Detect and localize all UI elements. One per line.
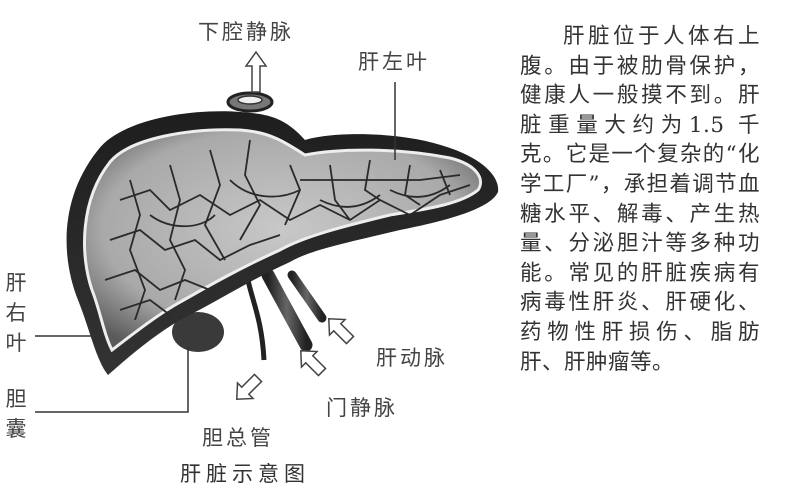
label-portal-vein: 门静脉 (326, 396, 398, 420)
figure-caption: 肝脏示意图 (180, 462, 310, 486)
article-text: 肝脏位于人体右上腹。由于被肋骨保护，健康人一般摸不到。肝脏重量大约为1.5 千克… (520, 22, 760, 377)
arrow-hepatic-artery-icon (328, 318, 355, 345)
label-right-lobe-char: 肝 (5, 271, 27, 295)
label-right-lobe: 肝 右 叶 (4, 268, 28, 358)
arrow-portal-vein-icon (300, 350, 327, 377)
label-inferior-vena-cava: 下腔静脉 (198, 20, 294, 44)
label-right-lobe-char: 右 (5, 301, 27, 325)
liver-inner (83, 128, 483, 353)
label-gallbladder: 胆 囊 (4, 384, 28, 444)
arrow-bile-duct-icon (236, 373, 263, 400)
article-paragraph: 肝脏位于人体右上腹。由于被肋骨保护，健康人一般摸不到。肝脏重量大约为1.5 千克… (520, 24, 760, 375)
vessels (245, 268, 327, 361)
vein-network (104, 139, 471, 321)
label-hepatic-artery: 肝动脉 (376, 346, 448, 370)
label-gallbladder-char: 胆 (5, 387, 27, 411)
liver-illustration (35, 50, 499, 413)
leader-lines (35, 82, 396, 413)
liver-diagram: 下腔静脉 肝左叶 肝 右 叶 胆 囊 肝动脉 门静脉 胆总管 肝脏示意图 (4, 20, 499, 486)
label-common-bile-duct: 胆总管 (202, 426, 274, 450)
label-left-lobe: 肝左叶 (358, 50, 430, 74)
gallbladder-shape (172, 312, 224, 352)
arrow-up-icon (244, 50, 268, 93)
label-right-lobe-char: 叶 (5, 331, 27, 355)
label-gallbladder-char: 囊 (5, 417, 27, 441)
